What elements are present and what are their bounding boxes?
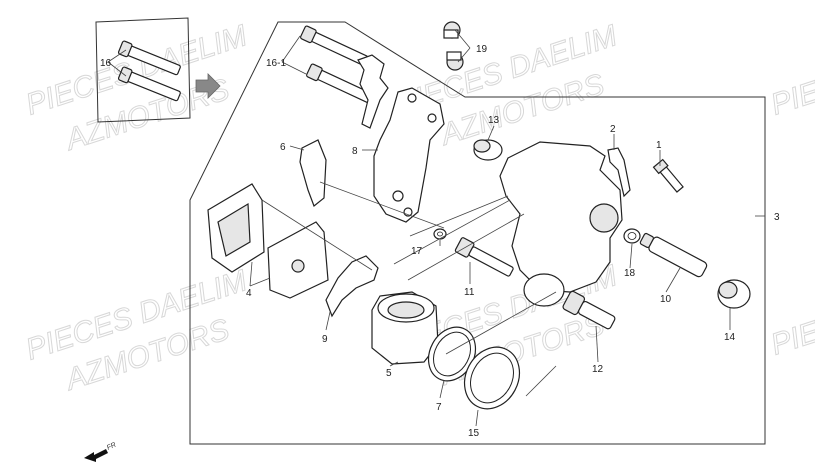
- leader-lines: [107, 29, 765, 427]
- inset-box-16: [95, 17, 191, 123]
- pointer-arrow-icon: [195, 73, 221, 99]
- callout-16-inset: 16: [100, 58, 112, 69]
- slide-pin-10: [639, 232, 708, 278]
- pin-bolt-11: [454, 237, 514, 277]
- bolt-19-lower: [446, 51, 464, 71]
- pin-bolt-12: [562, 290, 616, 330]
- seal-18: [623, 228, 641, 244]
- callout-8: 8: [352, 146, 358, 157]
- brake-pad-inner: [267, 221, 329, 299]
- dust-seal-15: [463, 346, 521, 410]
- bleeder-screw-1: [652, 158, 684, 193]
- callout-11: 11: [464, 287, 475, 298]
- front-direction-indicator: FR: [84, 442, 117, 462]
- pad-spring-upper: [357, 54, 389, 129]
- watermark-right-top: PIE: [767, 75, 815, 122]
- callout-10: 10: [660, 294, 672, 305]
- pad-spring-6: [299, 139, 327, 207]
- callout-7: 7: [436, 402, 442, 413]
- callout-1: 1: [656, 140, 662, 151]
- piston-5: [371, 291, 439, 365]
- piston-seal-7: [427, 326, 477, 382]
- callout-16-1: 16-1: [266, 58, 286, 69]
- bracket-hole-2: [427, 113, 437, 123]
- callout-15: 15: [468, 428, 480, 439]
- brake-pad-outer: [207, 183, 265, 273]
- assembly-frame: [189, 21, 766, 445]
- callout-4: 4: [246, 288, 252, 299]
- washer-17: [433, 228, 447, 240]
- pad-clip-9: [325, 255, 379, 318]
- bleeder-cap-2: [607, 147, 631, 198]
- callout-3: 3: [774, 212, 780, 223]
- front-arrow-icon: [84, 449, 108, 462]
- callout-17: 17: [411, 246, 423, 257]
- callout-18: 18: [624, 268, 636, 279]
- bolt-19-upper: [443, 21, 461, 39]
- callout-9: 9: [322, 334, 328, 345]
- callout-19: 19: [476, 44, 488, 55]
- front-direction-label: FR: [106, 442, 117, 452]
- bracket-hole-1: [407, 93, 417, 103]
- watermark-right-bottom: PIE: [767, 315, 815, 362]
- callout-13: 13: [488, 115, 500, 126]
- caliper-bracket: [373, 87, 445, 223]
- caliper-lower-boss: [523, 273, 565, 307]
- callout-labels: 16 16-1 19 13 2 1 8 6 3 17 18 11 4 10 9 …: [100, 44, 780, 439]
- callout-6: 6: [280, 142, 286, 153]
- caliper-body: [499, 141, 623, 293]
- sleeve-13: [473, 139, 503, 161]
- callout-5: 5: [386, 368, 392, 379]
- callout-2: 2: [610, 124, 616, 135]
- callout-14: 14: [724, 332, 736, 343]
- boot-14: [717, 279, 751, 309]
- callout-12: 12: [592, 364, 604, 375]
- caliper-piston-bore: [589, 203, 619, 233]
- bracket-hole-3: [392, 190, 404, 202]
